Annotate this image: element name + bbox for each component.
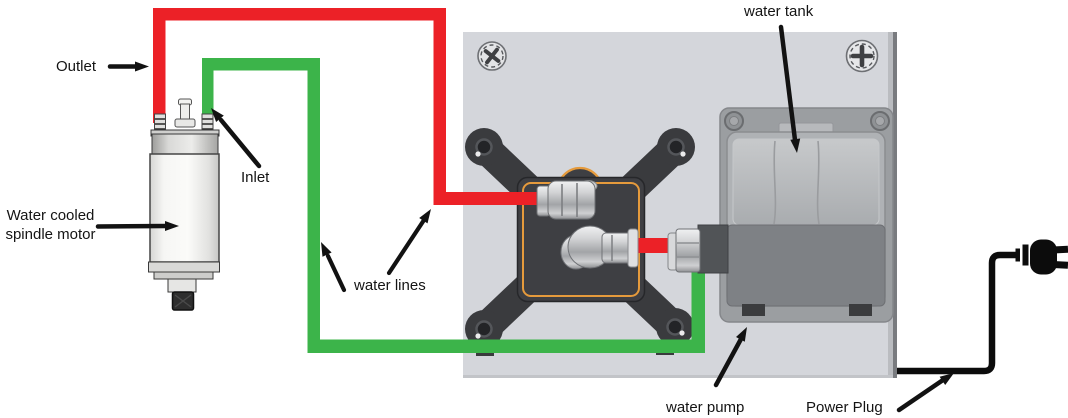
motor-shaft-flange: [174, 118, 196, 128]
water-tank-arrow: [778, 24, 801, 153]
pump-inlet-fitting: [667, 228, 701, 273]
inlet-line-bottom: [307, 339, 705, 353]
outlet-line-motor-drop: [153, 8, 166, 123]
power-cord: [897, 251, 1017, 375]
water-block-upper-fitting: [536, 180, 598, 220]
inlet-line-top: [202, 58, 320, 71]
outlet-label: Outlet: [56, 58, 97, 75]
inlet-line-pump-riser: [691, 266, 705, 353]
inlet-line-long-drop: [307, 58, 320, 353]
inlet-arrow: [211, 108, 262, 169]
power-cord-path: [897, 251, 1017, 375]
power-plug-icon: [1015, 239, 1068, 275]
power-plug-label: Power Plug: [806, 399, 883, 416]
spindle-motor-arrow: [95, 221, 179, 231]
motor-cap: [151, 133, 219, 155]
outlet-water-line: [153, 8, 546, 205]
motor-body: [149, 153, 220, 263]
spindle-motor-illustration: [148, 98, 220, 311]
pump-foot: [742, 304, 765, 316]
inlet-water-line: [202, 58, 705, 353]
outlet-arrow: [107, 61, 149, 72]
motor-bottom-step: [153, 271, 214, 280]
outlet-line-top: [153, 8, 446, 21]
plate-screw-icon: [870, 111, 890, 131]
pump-foot: [849, 304, 872, 316]
water-pump-arrow: [713, 327, 747, 388]
water-block-lower-fitting: [560, 225, 639, 270]
water-lines-arrow-left: [321, 242, 347, 293]
spindle-motor-label-line2: spindle motor: [5, 226, 96, 243]
motor-spindle-neck: [167, 278, 197, 293]
inlet-label: Inlet: [241, 169, 270, 186]
motor-outlet-barb: [154, 113, 166, 135]
motor-shaft: [180, 103, 190, 122]
screw-top-right-icon: [845, 39, 879, 73]
tank-seam: [816, 140, 820, 225]
annotation-arrows: [95, 24, 954, 413]
tank-seam: [773, 140, 777, 225]
panel-bottom-edge: [463, 375, 893, 378]
spindle-motor-label-line1: Water cooled: [6, 207, 95, 224]
outlet-line-pump-link: [634, 238, 676, 253]
inlet-line-motor-drop: [202, 58, 214, 123]
water-tank-label: water tank: [744, 3, 814, 20]
collet-knurl: [174, 294, 192, 308]
water-pump-tank-unit: [719, 107, 894, 323]
screw-top-left-icon: [477, 41, 507, 71]
bracket-bolt-holes: [475, 138, 686, 339]
motor-bottom-step: [148, 261, 220, 273]
power-plug-arrow: [896, 373, 954, 413]
water-lines-arrow-right: [386, 209, 431, 276]
plate-screw-icon: [724, 111, 744, 131]
outlet-line-panel-drop: [433, 8, 446, 205]
water-tank-window: [732, 138, 880, 226]
pump-port-block: [697, 224, 729, 274]
panel-right-edge: [893, 32, 897, 378]
spindle-motor-label: Water cooled spindle motor: [2, 206, 99, 244]
outlet-line-into-block: [433, 192, 546, 205]
water-lines-label: water lines: [354, 277, 426, 294]
water-pump-label: water pump: [666, 399, 745, 416]
pump-body: [726, 224, 886, 307]
